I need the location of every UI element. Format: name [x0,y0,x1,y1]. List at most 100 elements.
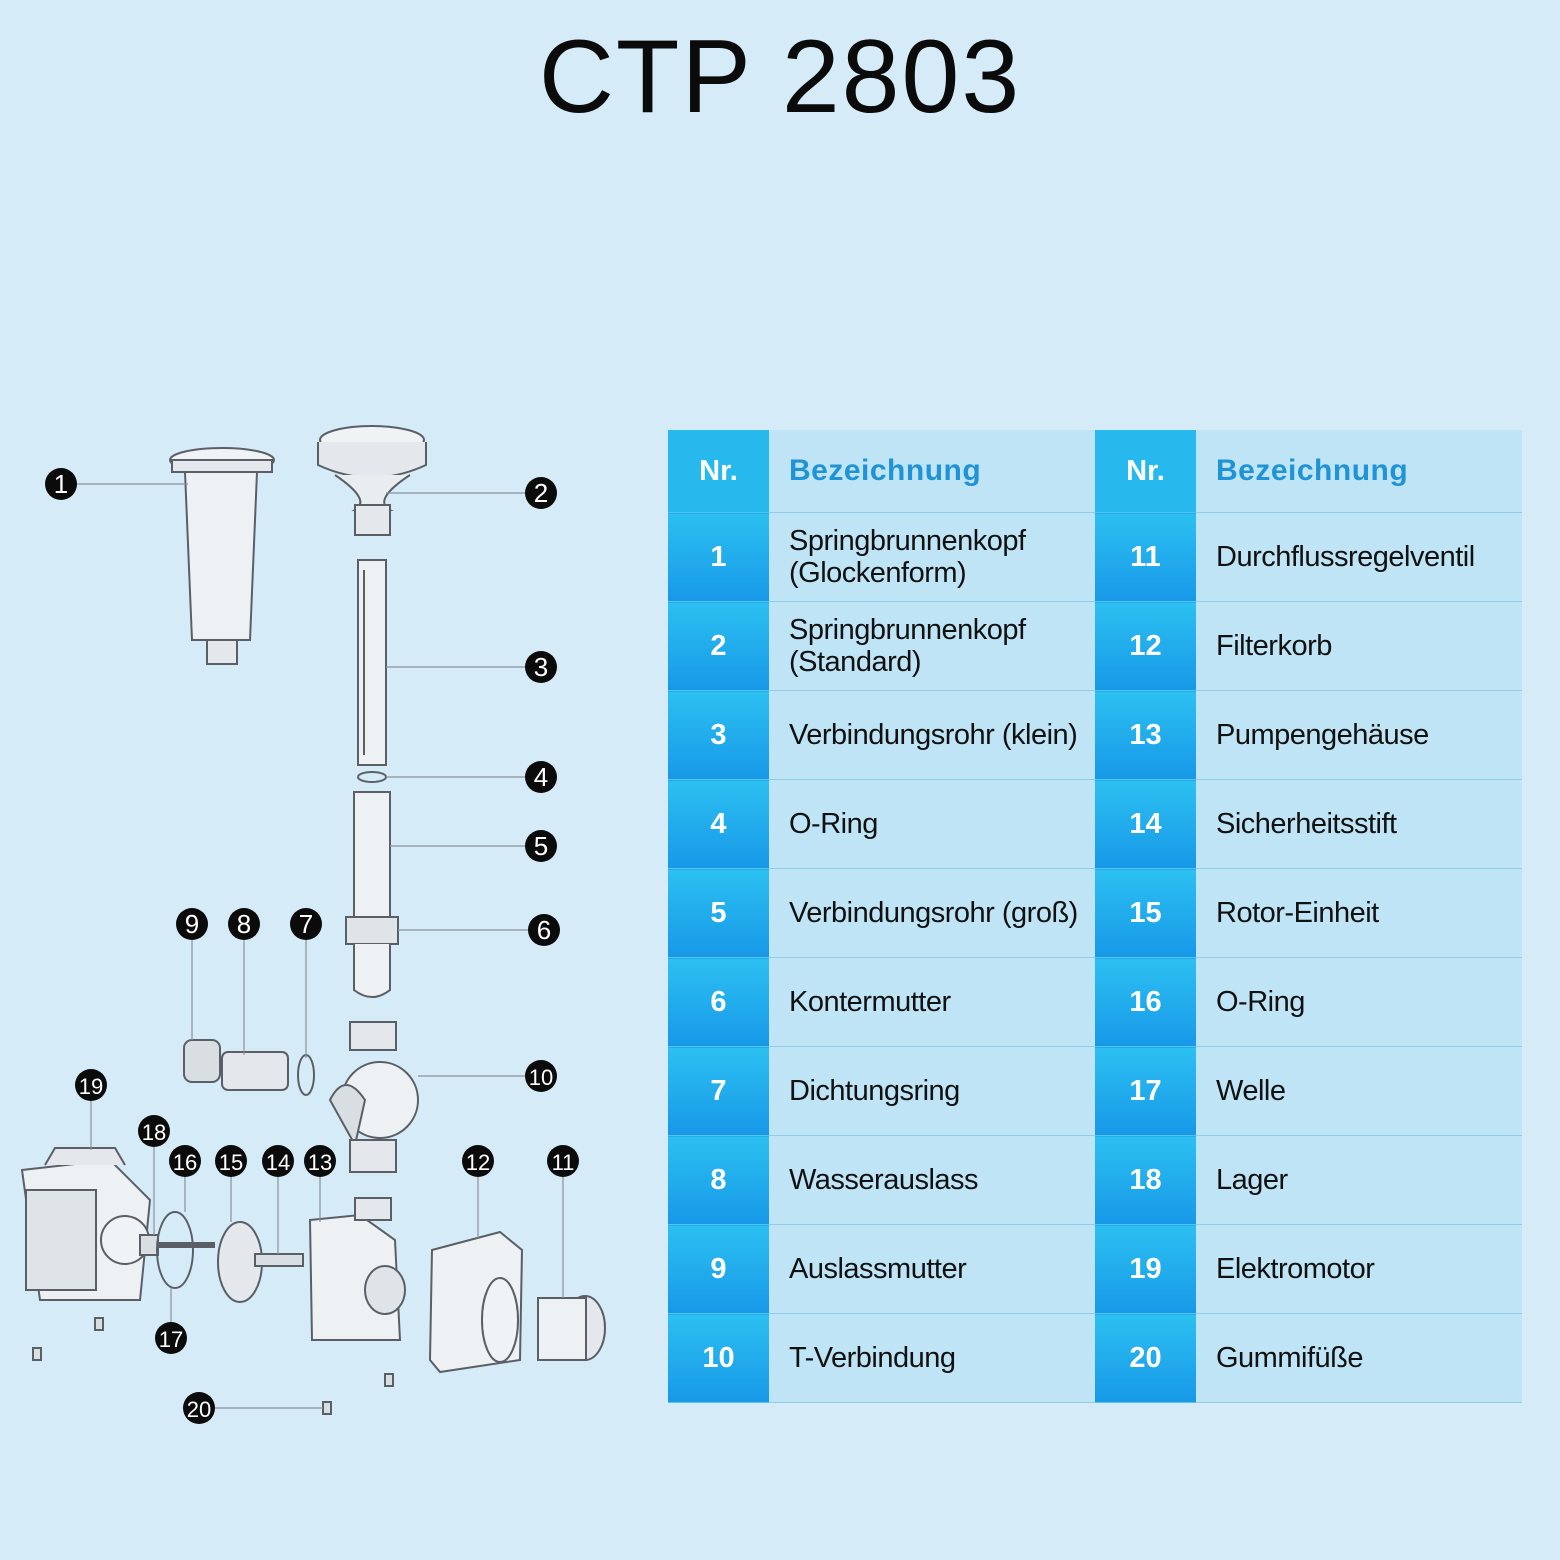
part-filter-basket [428,1230,524,1374]
callout-number: 3 [534,652,548,682]
header-nr-left: Nr. [668,430,769,513]
part-name-cell: Sicherheitsstift [1196,779,1522,869]
callout-number: 9 [185,909,199,939]
part-name-cell: Springbrunnenkopf (Glockenform) [769,512,1095,602]
part-name-cell: Pumpengehäuse [1196,690,1522,780]
part-name-cell: Elektromotor [1196,1224,1522,1314]
part-number-cell: 9 [668,1224,769,1314]
callout-number: 14 [266,1150,290,1175]
part-number-cell: 13 [1095,690,1196,780]
part-o-ring-motor [156,1211,194,1289]
callout-number: 2 [534,478,548,508]
callout-number: 19 [79,1074,103,1099]
callout-badge [462,1145,494,1177]
part-number-cell: 18 [1095,1135,1196,1225]
callout-badge [138,1115,170,1147]
part-number-cell: 12 [1095,601,1196,691]
callout-number: 18 [142,1120,166,1145]
part-name-cell: O-Ring [1196,957,1522,1047]
callout-badge [155,1322,187,1354]
callout-badge [176,908,208,940]
callout-badge [525,761,557,793]
part-number-cell: 3 [668,690,769,780]
part-name-cell: Kontermutter [769,957,1095,1047]
callout-number: 4 [534,762,548,792]
table-header-row: Nr. Bezeichnung Nr. Bezeichnung [668,430,1522,513]
part-large-pipe [353,791,391,918]
callout-badge [169,1145,201,1177]
part-number-cell: 14 [1095,779,1196,869]
part-number-cell: 17 [1095,1046,1196,1136]
part-electric-motor [20,1147,152,1301]
page-title: CTP 2803 [538,19,1022,135]
part-bearing [139,1234,159,1256]
part-number-cell: 6 [668,957,769,1047]
part-name-cell: Springbrunnenkopf (Standard) [769,601,1095,691]
part-number-cell: 5 [668,868,769,958]
part-number-cell: 4 [668,779,769,869]
part-pump-housing [308,1197,406,1341]
part-name-cell: Welle [1196,1046,1522,1136]
part-name-cell: Gummifüße [1196,1313,1522,1403]
header-nr-right: Nr. [1095,430,1196,513]
callout-number: 12 [466,1150,490,1175]
part-name-cell: O-Ring [769,779,1095,869]
part-name-cell: Rotor-Einheit [1196,868,1522,958]
callout-badge [262,1145,294,1177]
part-name-cell: Verbindungsrohr (klein) [769,690,1095,780]
part-name-cell: Wasserauslass [769,1135,1095,1225]
part-lock-nut [345,916,399,945]
callout-number: 8 [237,909,251,939]
callout-badge [304,1145,336,1177]
callout-number: 7 [299,909,313,939]
part-number-cell: 15 [1095,868,1196,958]
callout-badge [228,908,260,940]
part-number-cell: 16 [1095,957,1196,1047]
part-safety-pin [254,1253,304,1267]
callout-number: 1 [54,469,68,499]
part-rubber-feet [32,1317,394,1415]
part-o-ring-top [357,771,387,783]
callout-number: 5 [534,831,548,861]
callout-badge [75,1069,107,1101]
callout-number: 6 [537,915,551,945]
part-number-cell: 10 [668,1313,769,1403]
callout-badge [183,1392,215,1424]
callout-badge [215,1145,247,1177]
callout-number: 20 [187,1397,211,1422]
part-name-cell: Durchflussregelventil [1196,512,1522,602]
part-small-pipe [357,559,387,766]
part-number-cell: 8 [668,1135,769,1225]
callout-badge [45,468,77,500]
callout-badge [290,908,322,940]
callout-badge [547,1145,579,1177]
part-number-cell: 7 [668,1046,769,1136]
part-number-cell: 1 [668,512,769,602]
part-name-cell: Auslassmutter [769,1224,1095,1314]
header-name-left: Bezeichnung [769,430,1095,513]
part-t-connector [328,1021,419,1173]
part-water-outlet [221,1051,289,1091]
part-bell-fountain-head [169,447,275,665]
part-name-cell: Filterkorb [1196,601,1522,691]
part-number-cell: 11 [1095,512,1196,602]
part-outlet-nut [183,1039,221,1083]
part-name-cell: Verbindungsrohr (groß) [769,868,1095,958]
part-number-cell: 19 [1095,1224,1196,1314]
callout-number: 16 [173,1150,197,1175]
callout-number: 13 [308,1150,332,1175]
callout-number: 17 [159,1327,183,1352]
callout-badge [525,651,557,683]
